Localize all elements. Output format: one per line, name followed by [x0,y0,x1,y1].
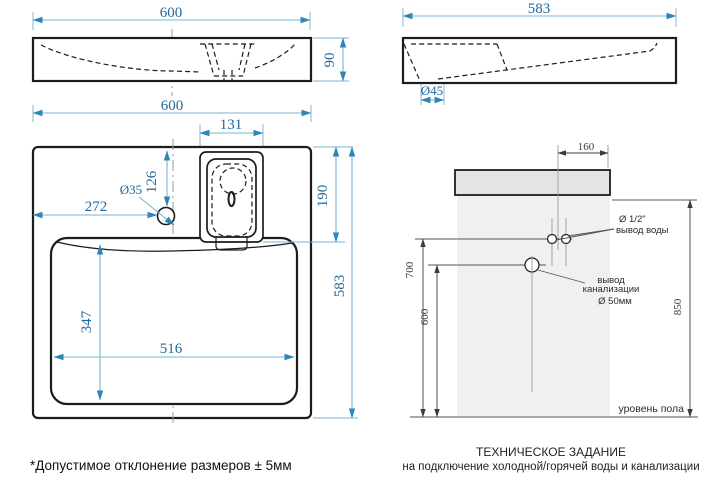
front-funnel-right-inner [238,43,246,71]
front-view: 600 90 [31,5,349,96]
install-water-dia-label: Ø 1/2" [619,214,646,225]
installation-scheme: 160 Ø 1/2" вывод воды вывод канализации … [404,141,698,418]
install-sewer-label-1: вывод [597,275,625,286]
side-drain-value: Ø45 [421,83,443,98]
plan-basin-rim-curve [56,241,293,252]
front-funnel-left-outer [204,43,215,77]
install-water-label: вывод воды [616,225,669,236]
plan-recess-depth-value: 190 [315,185,331,208]
plan-hole-offset-x-value: 272 [85,199,108,215]
install-offset-value: 160 [578,141,595,153]
plan-width-value: 600 [161,98,184,114]
plan-basin-width-value: 516 [160,341,183,357]
plan-view: 600 131 Ø35 126 272 190 [31,98,358,427]
plan-hole-dia-value: Ø35 [120,182,142,197]
install-sink [454,169,611,196]
tolerance-note: *Допустимое отклонение размеров ± 5мм [30,458,292,473]
spec-title: ТЕХНИЧЕСКОЕ ЗАДАНИЕ [476,445,626,459]
side-funnel-left [403,43,421,82]
plan-recess-inner [206,158,257,238]
front-funnel-left-inner [211,43,220,71]
install-water-leader-2 [555,228,615,241]
install-total-height-value: 850 [672,298,684,315]
side-funnel-right [496,43,508,71]
front-width-value: 600 [160,5,183,21]
front-height-value: 90 [322,53,338,68]
install-sewer-height-value: 600 [419,308,431,325]
install-sewer-dia-label: Ø 50мм [598,296,632,307]
plan-basin-depth-value: 347 [79,310,95,333]
side-body [401,36,678,85]
plan-depth-value: 583 [332,275,348,298]
install-water-height-value: 700 [404,261,416,278]
spec-subtitle: на подключение холодной/горячей воды и к… [402,461,699,473]
install-wall [457,195,610,417]
front-body [31,36,313,83]
front-bowl-profile-right [254,42,297,69]
install-water-outlet-1 [546,233,558,245]
footer: *Допустимое отклонение размеров ± 5мм ТЕ… [30,445,700,473]
front-funnel-right-outer [242,43,252,77]
install-floor-label: уровень пола [618,403,684,415]
install-sewer-leader [537,269,586,284]
side-view: 583 Ø45 [401,1,678,105]
plan-recess-chute [215,236,248,251]
plan-overflow-slot [227,191,236,207]
plan-recess-value: 131 [220,117,243,133]
plan-faucet-hole [156,206,176,226]
side-width-value: 583 [528,1,551,17]
plan-basin [49,236,299,406]
install-sewer-label-2: канализации [583,284,640,295]
side-bowl-slope [437,42,658,80]
plan-hole-leader [138,196,175,226]
plan-hole-offset-y-value: 126 [144,170,160,193]
